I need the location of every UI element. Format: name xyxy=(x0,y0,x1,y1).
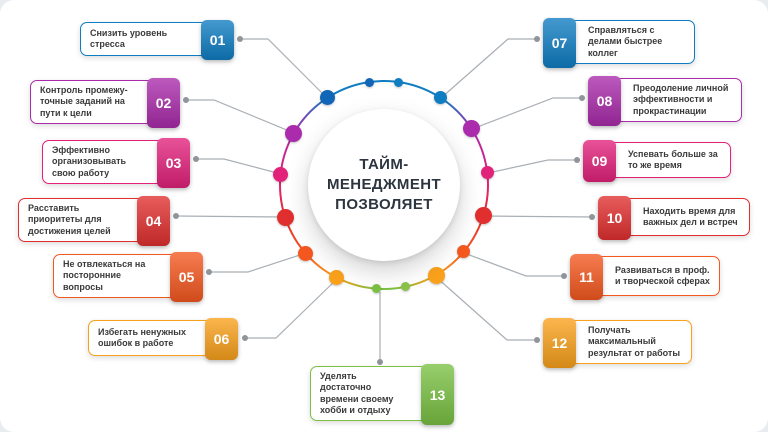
item-number-badge: 08 xyxy=(588,76,621,126)
connector-line xyxy=(186,99,295,134)
connector-line xyxy=(196,158,282,175)
ring-dot xyxy=(276,208,294,226)
item-number-badge: 05 xyxy=(170,252,203,302)
connector-line xyxy=(471,97,582,130)
center-title-line: ТАЙМ- xyxy=(359,155,409,173)
connector-dot xyxy=(534,36,540,42)
item-text: Эффективно организовывать свою работу xyxy=(52,145,127,178)
ring-dot xyxy=(474,206,492,224)
item-text: Избегать ненужных ошибок в работе xyxy=(98,326,186,348)
connector-line xyxy=(435,276,537,341)
connector-dot xyxy=(206,269,212,275)
connector-line xyxy=(245,278,338,339)
connector-line xyxy=(483,215,593,218)
ring-dot xyxy=(319,90,335,106)
item-text: Расставить приоритеты для достижения цел… xyxy=(28,203,111,236)
connector-dot xyxy=(574,157,580,163)
connector-dot xyxy=(173,213,179,219)
connector-dot xyxy=(193,156,199,162)
item-text: Не отвлекаться на посторонние вопросы xyxy=(63,259,146,292)
item-text: Справляться с делами быстрее коллег xyxy=(588,25,663,58)
item-text: Уделять достаточно времени своему хобби … xyxy=(320,371,394,415)
item-card-04: Расставить приоритеты для достижения цел… xyxy=(18,196,170,246)
ring-dot xyxy=(462,119,480,137)
ring-dot xyxy=(427,266,445,284)
connector-line xyxy=(240,38,328,99)
connector-dot xyxy=(589,214,595,220)
ring-dot xyxy=(285,124,303,142)
ring-dot xyxy=(298,245,313,261)
center-circle: ТАЙМ- МЕНЕДЖМЕНТ ПОЗВОЛЯЕТ xyxy=(308,109,460,261)
center-title: ТАЙМ- МЕНЕДЖМЕНТ ПОЗВОЛЯЕТ xyxy=(327,155,441,216)
item-card-06: Избегать ненужных ошибок в работе 06 xyxy=(88,318,238,360)
item-card-13: Уделять достаточно времени своему хобби … xyxy=(310,364,454,425)
ring-dot xyxy=(393,77,403,87)
ring-dot xyxy=(372,284,382,294)
item-number-badge: 11 xyxy=(570,254,603,300)
item-card-07: Справляться с делами быстрее коллег 07 xyxy=(543,18,695,68)
item-number-badge: 03 xyxy=(157,138,190,188)
ring-dot xyxy=(434,91,448,105)
center-title-line: МЕНЕДЖМЕНТ xyxy=(326,175,442,193)
item-number-badge: 10 xyxy=(598,196,631,240)
connector-dot xyxy=(377,359,383,365)
item-text: Преодоление личной эффективности и прокр… xyxy=(633,83,729,116)
item-number-badge: 02 xyxy=(147,78,180,128)
item-number-badge: 09 xyxy=(583,140,616,182)
item-text: Получать максимальный результат от работ… xyxy=(588,325,681,358)
item-number-badge: 12 xyxy=(543,318,576,368)
item-card-01: Снизить уровень стресса 01 xyxy=(80,20,234,60)
center-title-line: ПОЗВОЛЯЕТ xyxy=(335,196,433,214)
item-text: Снизить уровень стресса xyxy=(90,27,168,49)
item-text: Развиваться в проф. и творческой сферах xyxy=(615,264,710,286)
item-number-badge: 04 xyxy=(137,196,170,246)
ring-dot xyxy=(273,166,289,182)
item-card-09: Успевать больше за то же время 09 xyxy=(583,140,731,182)
item-card-05: Не отвлекаться на посторонние вопросы 05 xyxy=(53,252,203,302)
connector-dot xyxy=(183,97,189,103)
ring-dot xyxy=(480,165,494,179)
connector-line xyxy=(463,252,564,277)
item-card-03: Эффективно организовывать свою работу 03 xyxy=(42,138,190,188)
ring-dot xyxy=(329,270,345,286)
connector-dot xyxy=(237,36,243,42)
ring-dot xyxy=(401,282,411,292)
item-number-badge: 13 xyxy=(421,364,454,425)
ring-dot xyxy=(365,77,375,87)
connector-line xyxy=(487,159,577,174)
connector-dot xyxy=(579,95,585,101)
ring-dot xyxy=(457,245,471,259)
item-card-08: Преодоление личной эффективности и прокр… xyxy=(588,76,742,126)
connector-line xyxy=(175,215,286,218)
connector-dot xyxy=(534,337,540,343)
connector-line xyxy=(209,252,307,273)
item-card-10: Находить время для важных дел и встреч 1… xyxy=(598,196,750,240)
item-text: Контроль промежу-точные заданий на пути … xyxy=(40,85,128,118)
item-number-badge: 07 xyxy=(543,18,576,68)
item-card-02: Контроль промежу-точные заданий на пути … xyxy=(30,78,180,128)
item-number-badge: 06 xyxy=(205,318,238,360)
item-text: Находить время для важных дел и встреч xyxy=(643,205,738,227)
connector-dot xyxy=(242,335,248,341)
item-card-11: Развиваться в проф. и творческой сферах … xyxy=(570,254,720,300)
connector-dot xyxy=(561,273,567,279)
connector-line xyxy=(440,38,537,99)
item-number-badge: 01 xyxy=(201,20,234,60)
item-text: Успевать больше за то же время xyxy=(628,148,718,170)
item-card-12: Получать максимальный результат от работ… xyxy=(543,318,692,368)
